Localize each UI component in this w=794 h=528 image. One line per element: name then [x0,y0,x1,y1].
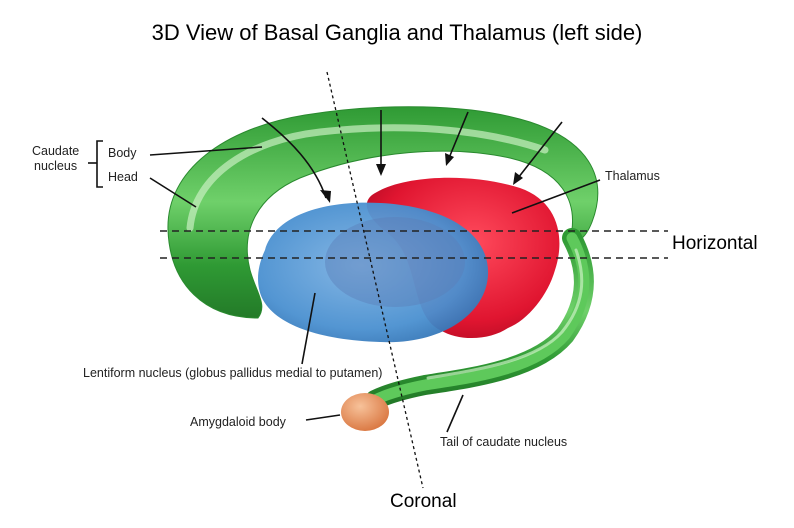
tail-leader-line [446,394,464,433]
lentiform-leader-line [301,292,316,365]
diagram-title: 3D View of Basal Ganglia and Thalamus (l… [151,20,643,45]
body-leader-line [149,146,263,156]
lentiform-nucleus-label: Lentiform nucleus (globus pallidus media… [83,366,382,380]
direction-arrows [261,110,563,203]
tail-of-caudate-label: Tail of caudate nucleus [440,435,567,449]
body-label: Body [108,146,137,160]
caudate-nucleus-shape [167,106,599,319]
thalamus-leader-line [511,179,601,214]
amygdaloid-leader-line [305,414,341,421]
thalamus-label: Thalamus [605,169,660,183]
coronal-label: Coronal [390,491,457,512]
amygdaloid-body-label: Amygdaloid body [190,415,287,429]
head-label: Head [108,170,138,184]
amygdaloid-body-shape [341,393,389,431]
caudate-nucleus-label-line2: nucleus [34,159,77,173]
horizontal-label: Horizontal [672,233,758,254]
head-leader-line [149,177,197,208]
coronal-plane-line [326,71,424,489]
caudate-nucleus-label-line1: Caudate [32,144,79,158]
